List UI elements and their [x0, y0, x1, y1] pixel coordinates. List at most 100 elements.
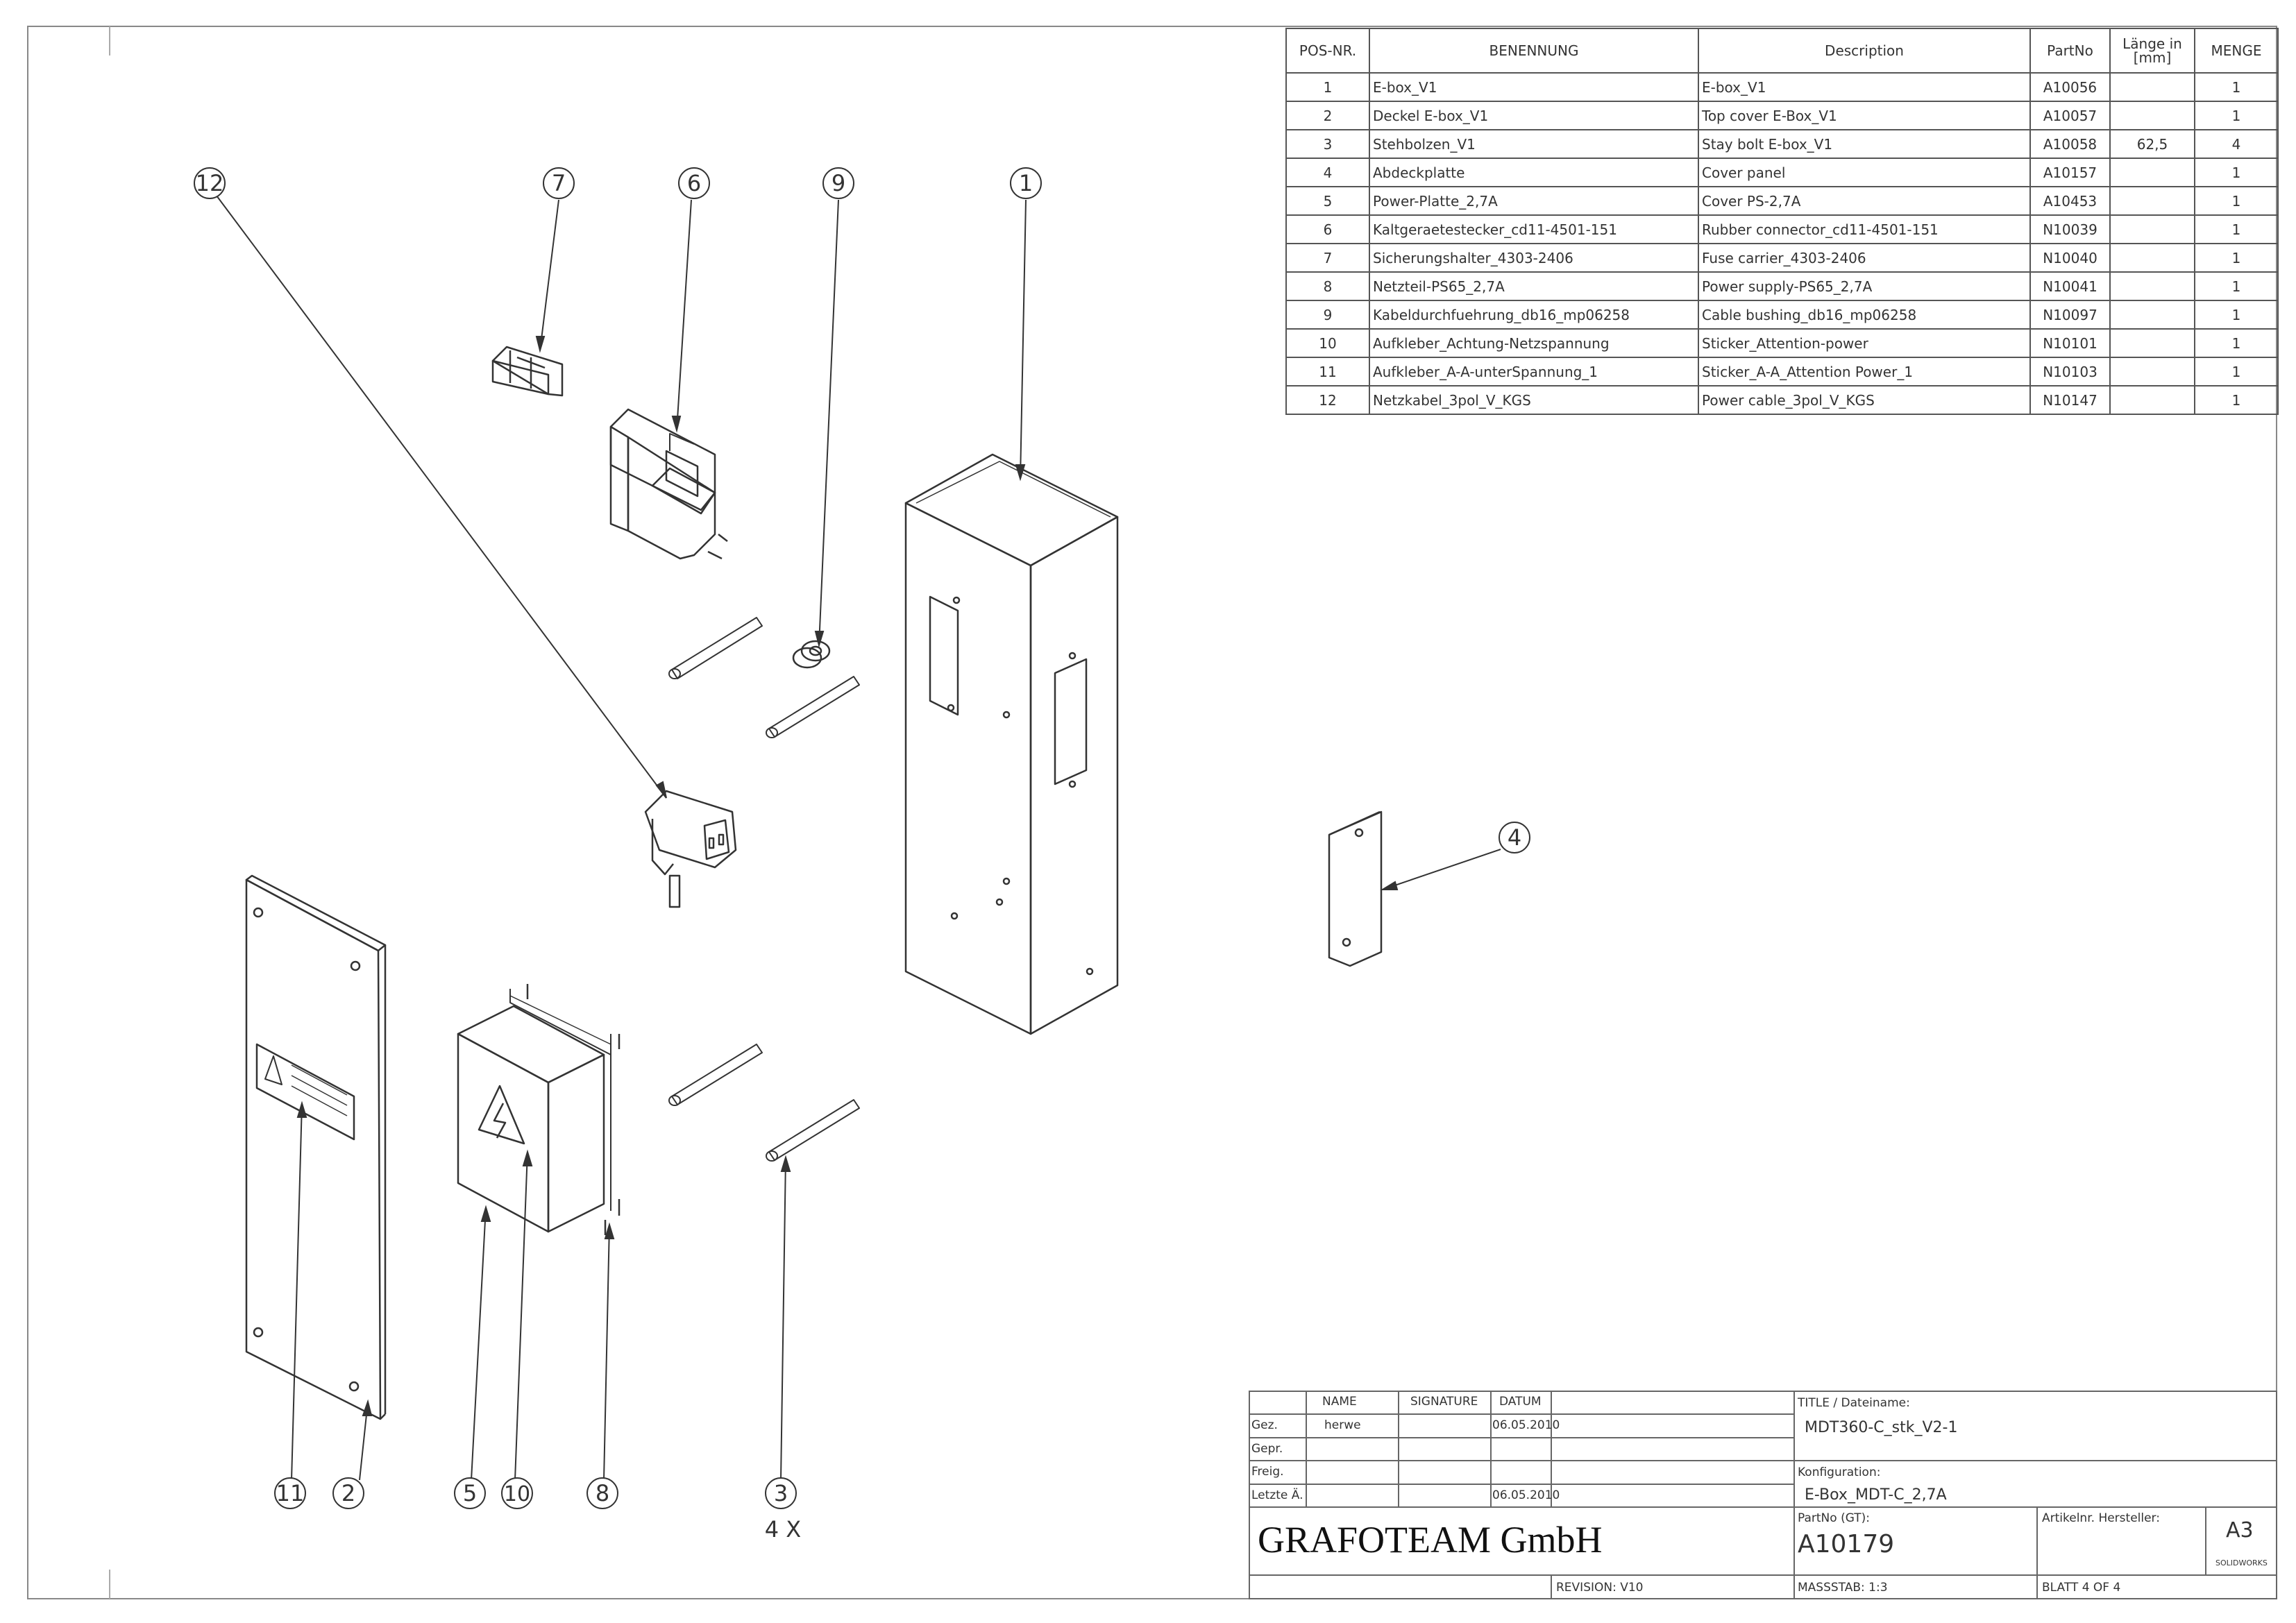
bom-cell: Power supply-PS65_2,7A: [1698, 271, 2031, 301]
bom-col-benennung: BENENNUNG: [1369, 28, 1699, 74]
tb-gez-name: herwe: [1324, 1418, 1361, 1432]
bom-cell: [2109, 357, 2195, 386]
svg-text:12: 12: [196, 170, 224, 196]
svg-text:2: 2: [341, 1480, 355, 1506]
part-fuse-carrier: [491, 346, 564, 397]
balloon: 9: [822, 167, 854, 199]
bom-cell: 1: [2194, 271, 2279, 301]
bom-col-partno: PartNo: [2029, 28, 2111, 74]
bom-cell: 8: [1285, 271, 1370, 301]
bom-cell: Stehbolzen_V1: [1369, 129, 1699, 159]
tb-title-value: MDT360-C_stk_V2-1: [1805, 1419, 1958, 1436]
bom-cell: A10056: [2029, 72, 2111, 102]
part-top-cover: [245, 874, 387, 1420]
bom-cell: 12: [1285, 385, 1370, 415]
tb-title-label: TITLE / Dateiname:: [1798, 1396, 1910, 1410]
bom-cell: 6: [1285, 214, 1370, 244]
bom-cell: [2109, 328, 2195, 358]
bom-cell: N10103: [2029, 357, 2111, 386]
tb-konfig-value: E-Box_MDT-C_2,7A: [1805, 1486, 1947, 1504]
bom-cell: E-box_V1: [1698, 72, 2031, 102]
tb-company: GRAFOTEAM GmbH: [1258, 1519, 1603, 1561]
tb-partno-value: A10179: [1798, 1530, 1895, 1558]
bom-cell: Sicherungshalter_4303-2406: [1369, 243, 1699, 273]
bom-cell: N10039: [2029, 214, 2111, 244]
bom-cell: [2109, 214, 2195, 244]
bom-cell: 11: [1285, 357, 1370, 386]
bom-cell: E-box_V1: [1369, 72, 1699, 102]
bom-cell: [2109, 72, 2195, 102]
bom-cell: Kabeldurchfuehrung_db16_mp06258: [1369, 300, 1699, 330]
bom-cell: 1: [2194, 214, 2279, 244]
bom-cell: N10101: [2029, 328, 2111, 358]
bom-cell: 7: [1285, 243, 1370, 273]
bom-cell: Cover panel: [1698, 158, 2031, 187]
bom-col-posnr: POS-NR.: [1285, 28, 1370, 74]
leader-lines: [216, 195, 1501, 1481]
balloon: 12: [194, 167, 226, 199]
bom-cell: [2109, 300, 2195, 330]
balloon: 10: [501, 1477, 533, 1509]
bom-cell: Sticker_Attention-power: [1698, 328, 2031, 358]
bom-cell: [2109, 158, 2195, 187]
svg-text:10: 10: [504, 1482, 530, 1506]
bom-cell: 1: [2194, 158, 2279, 187]
svg-text:9: 9: [832, 170, 845, 196]
bom-cell: 1: [2194, 186, 2279, 216]
balloon: 8: [586, 1477, 618, 1509]
bom-cell: 1: [2194, 357, 2279, 386]
tb-sheet-size: A3: [2226, 1518, 2254, 1543]
balloon: 3: [765, 1477, 797, 1509]
tb-row-gez: Gez.: [1251, 1418, 1278, 1432]
tb-revision: REVISION: V10: [1556, 1581, 1644, 1595]
bom-cell: N10097: [2029, 300, 2111, 330]
bom-cell: A10453: [2029, 186, 2111, 216]
bom-cell: 5: [1285, 186, 1370, 216]
bom-cell: Abdeckplatte: [1369, 158, 1699, 187]
bom-cell: 1: [2194, 385, 2279, 415]
bom-header-row: POS-NR. BENENNUNG Description PartNo Län…: [1285, 28, 2279, 74]
bom-cell: 3: [1285, 129, 1370, 159]
balloon: 4: [1499, 822, 1530, 853]
bom-cell: [2109, 385, 2195, 415]
bom-col-laenge: Länge in [mm]: [2109, 28, 2195, 74]
bom-cell: Aufkleber_A-A-unterSpannung_1: [1369, 357, 1699, 386]
svg-text:7: 7: [552, 170, 566, 196]
svg-text:11: 11: [276, 1480, 305, 1506]
tb-gez-date: 06.05.2010: [1492, 1418, 1560, 1432]
bom-cell: Cover PS-2,7A: [1698, 186, 2031, 216]
bom-cell: Deckel E-box_V1: [1369, 101, 1699, 130]
tb-letzte-date: 06.05.2010: [1492, 1488, 1560, 1502]
bom-col-menge: MENGE: [2194, 28, 2279, 74]
bom-cell: Cable bushing_db16_mp06258: [1698, 300, 2031, 330]
svg-text:4: 4: [1508, 824, 1521, 851]
bom-cell: 2: [1285, 101, 1370, 130]
bom-cell: Netzteil-PS65_2,7A: [1369, 271, 1699, 301]
part-cover-panel: [1328, 810, 1383, 967]
svg-text:5: 5: [463, 1480, 477, 1506]
bom-cell: 1: [2194, 101, 2279, 130]
balloon: 6: [678, 167, 710, 199]
bom-cell: N10041: [2029, 271, 2111, 301]
qty-note: 4 X: [765, 1516, 801, 1543]
tb-software: SOLIDWORKS: [2215, 1558, 2268, 1567]
bom-cell: Aufkleber_Achtung-Netzspannung: [1369, 328, 1699, 358]
balloon: 7: [543, 167, 575, 199]
tb-row-freig: Freig.: [1251, 1465, 1284, 1479]
bom-cell: Power cable_3pol_V_KGS: [1698, 385, 2031, 415]
part-power-supply: [457, 984, 621, 1235]
bill-of-materials: POS-NR. BENENNUNG Description PartNo Län…: [1285, 28, 2279, 415]
bom-cell: 1: [2194, 243, 2279, 273]
bom-cell: N10147: [2029, 385, 2111, 415]
bom-cell: Top cover E-Box_V1: [1698, 101, 2031, 130]
tb-row-gepr: Gepr.: [1251, 1442, 1283, 1456]
